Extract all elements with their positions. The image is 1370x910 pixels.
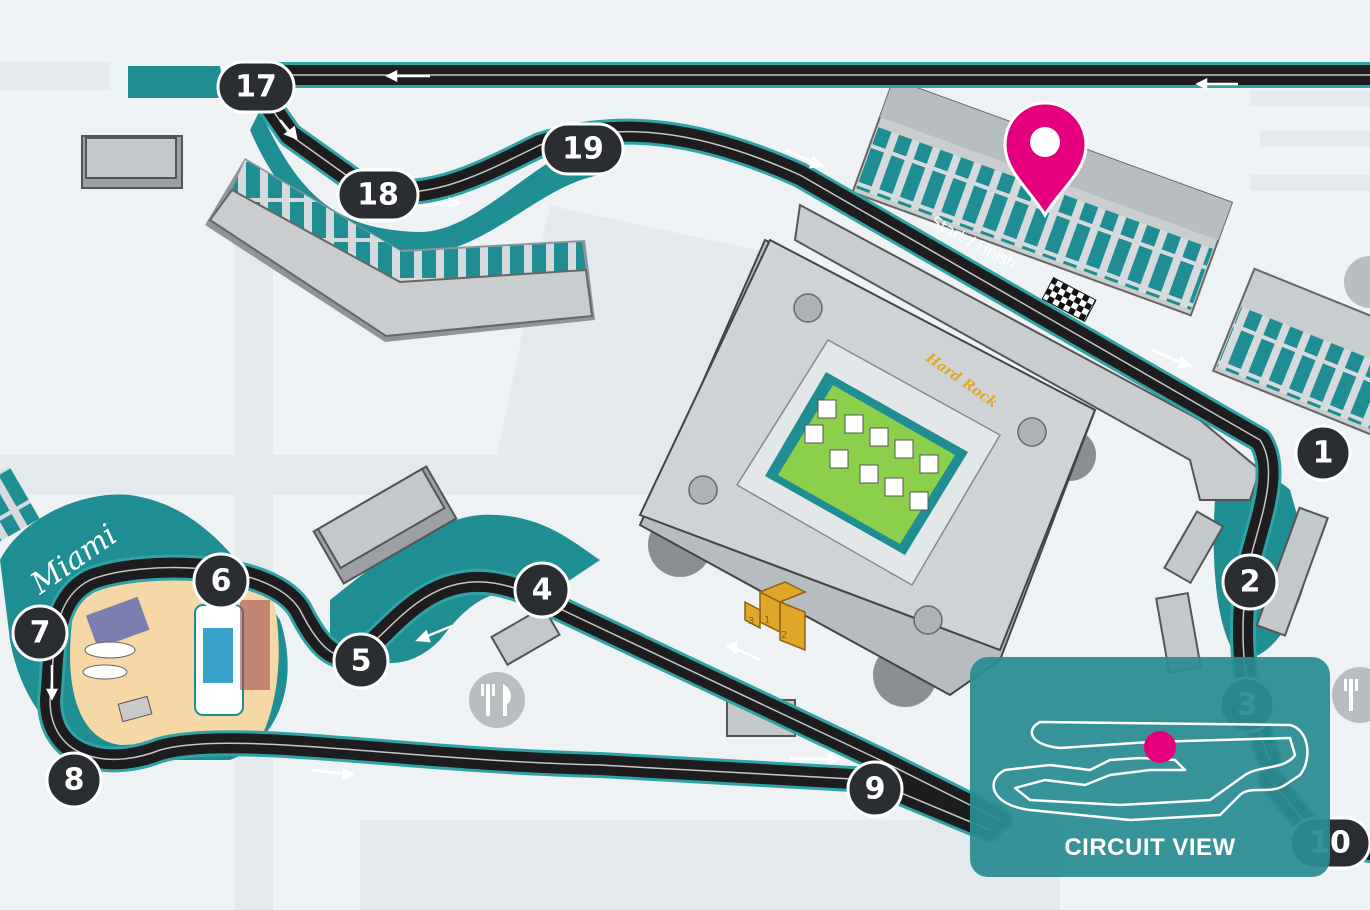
restaurant-icon[interactable]	[469, 672, 525, 728]
circuit-view-title: CIRCUIT VIEW	[1064, 834, 1235, 861]
podium-icon: 1 2 3	[744, 581, 807, 652]
podium-first-label: 1	[764, 615, 770, 626]
svg-text:7: 7	[30, 616, 51, 651]
turn-marker-2[interactable]: 2	[1221, 553, 1279, 611]
circuit-outline-icon	[992, 720, 1309, 822]
turn-marker-1[interactable]: 1	[1294, 424, 1352, 482]
podium-third-label: 3	[748, 616, 754, 627]
turn-marker-19[interactable]: 19	[541, 122, 625, 176]
turn-marker-17[interactable]: 17	[216, 60, 296, 114]
svg-text:17: 17	[235, 70, 277, 105]
svg-text:18: 18	[357, 178, 399, 213]
turn-marker-8[interactable]: 8	[45, 751, 103, 809]
checkered-flag-icon	[1041, 276, 1097, 323]
turn-marker-18[interactable]: 18	[336, 168, 420, 222]
podium-second-label: 2	[781, 630, 787, 641]
svg-text:8: 8	[64, 763, 85, 798]
background-roads	[0, 62, 1370, 910]
svg-text:2: 2	[1240, 565, 1261, 600]
turn-marker-6[interactable]: 6	[192, 552, 250, 610]
turn-marker-5[interactable]: 5	[332, 632, 390, 690]
direction-arrow-icon	[45, 69, 1238, 781]
svg-text:19: 19	[562, 132, 604, 167]
circuit-view-panel[interactable]: CIRCUIT VIEW	[970, 657, 1330, 877]
stadium: Hard Rock	[638, 203, 1262, 707]
svg-text:5: 5	[351, 644, 372, 679]
svg-text:6: 6	[211, 564, 232, 599]
marina-area	[70, 569, 279, 745]
location-pin-icon[interactable]	[1003, 101, 1088, 219]
svg-text:4: 4	[532, 573, 553, 608]
restaurant-icon[interactable]	[1332, 667, 1370, 723]
turn-marker-4[interactable]: 4	[513, 561, 571, 619]
turn-marker-9[interactable]: 9	[846, 760, 904, 818]
restaurant-icon[interactable]	[1344, 256, 1370, 308]
turn-marker-7[interactable]: 7	[11, 604, 69, 662]
svg-text:1: 1	[1313, 436, 1334, 471]
current-location-icon	[1144, 731, 1176, 763]
svg-text:9: 9	[865, 772, 886, 807]
